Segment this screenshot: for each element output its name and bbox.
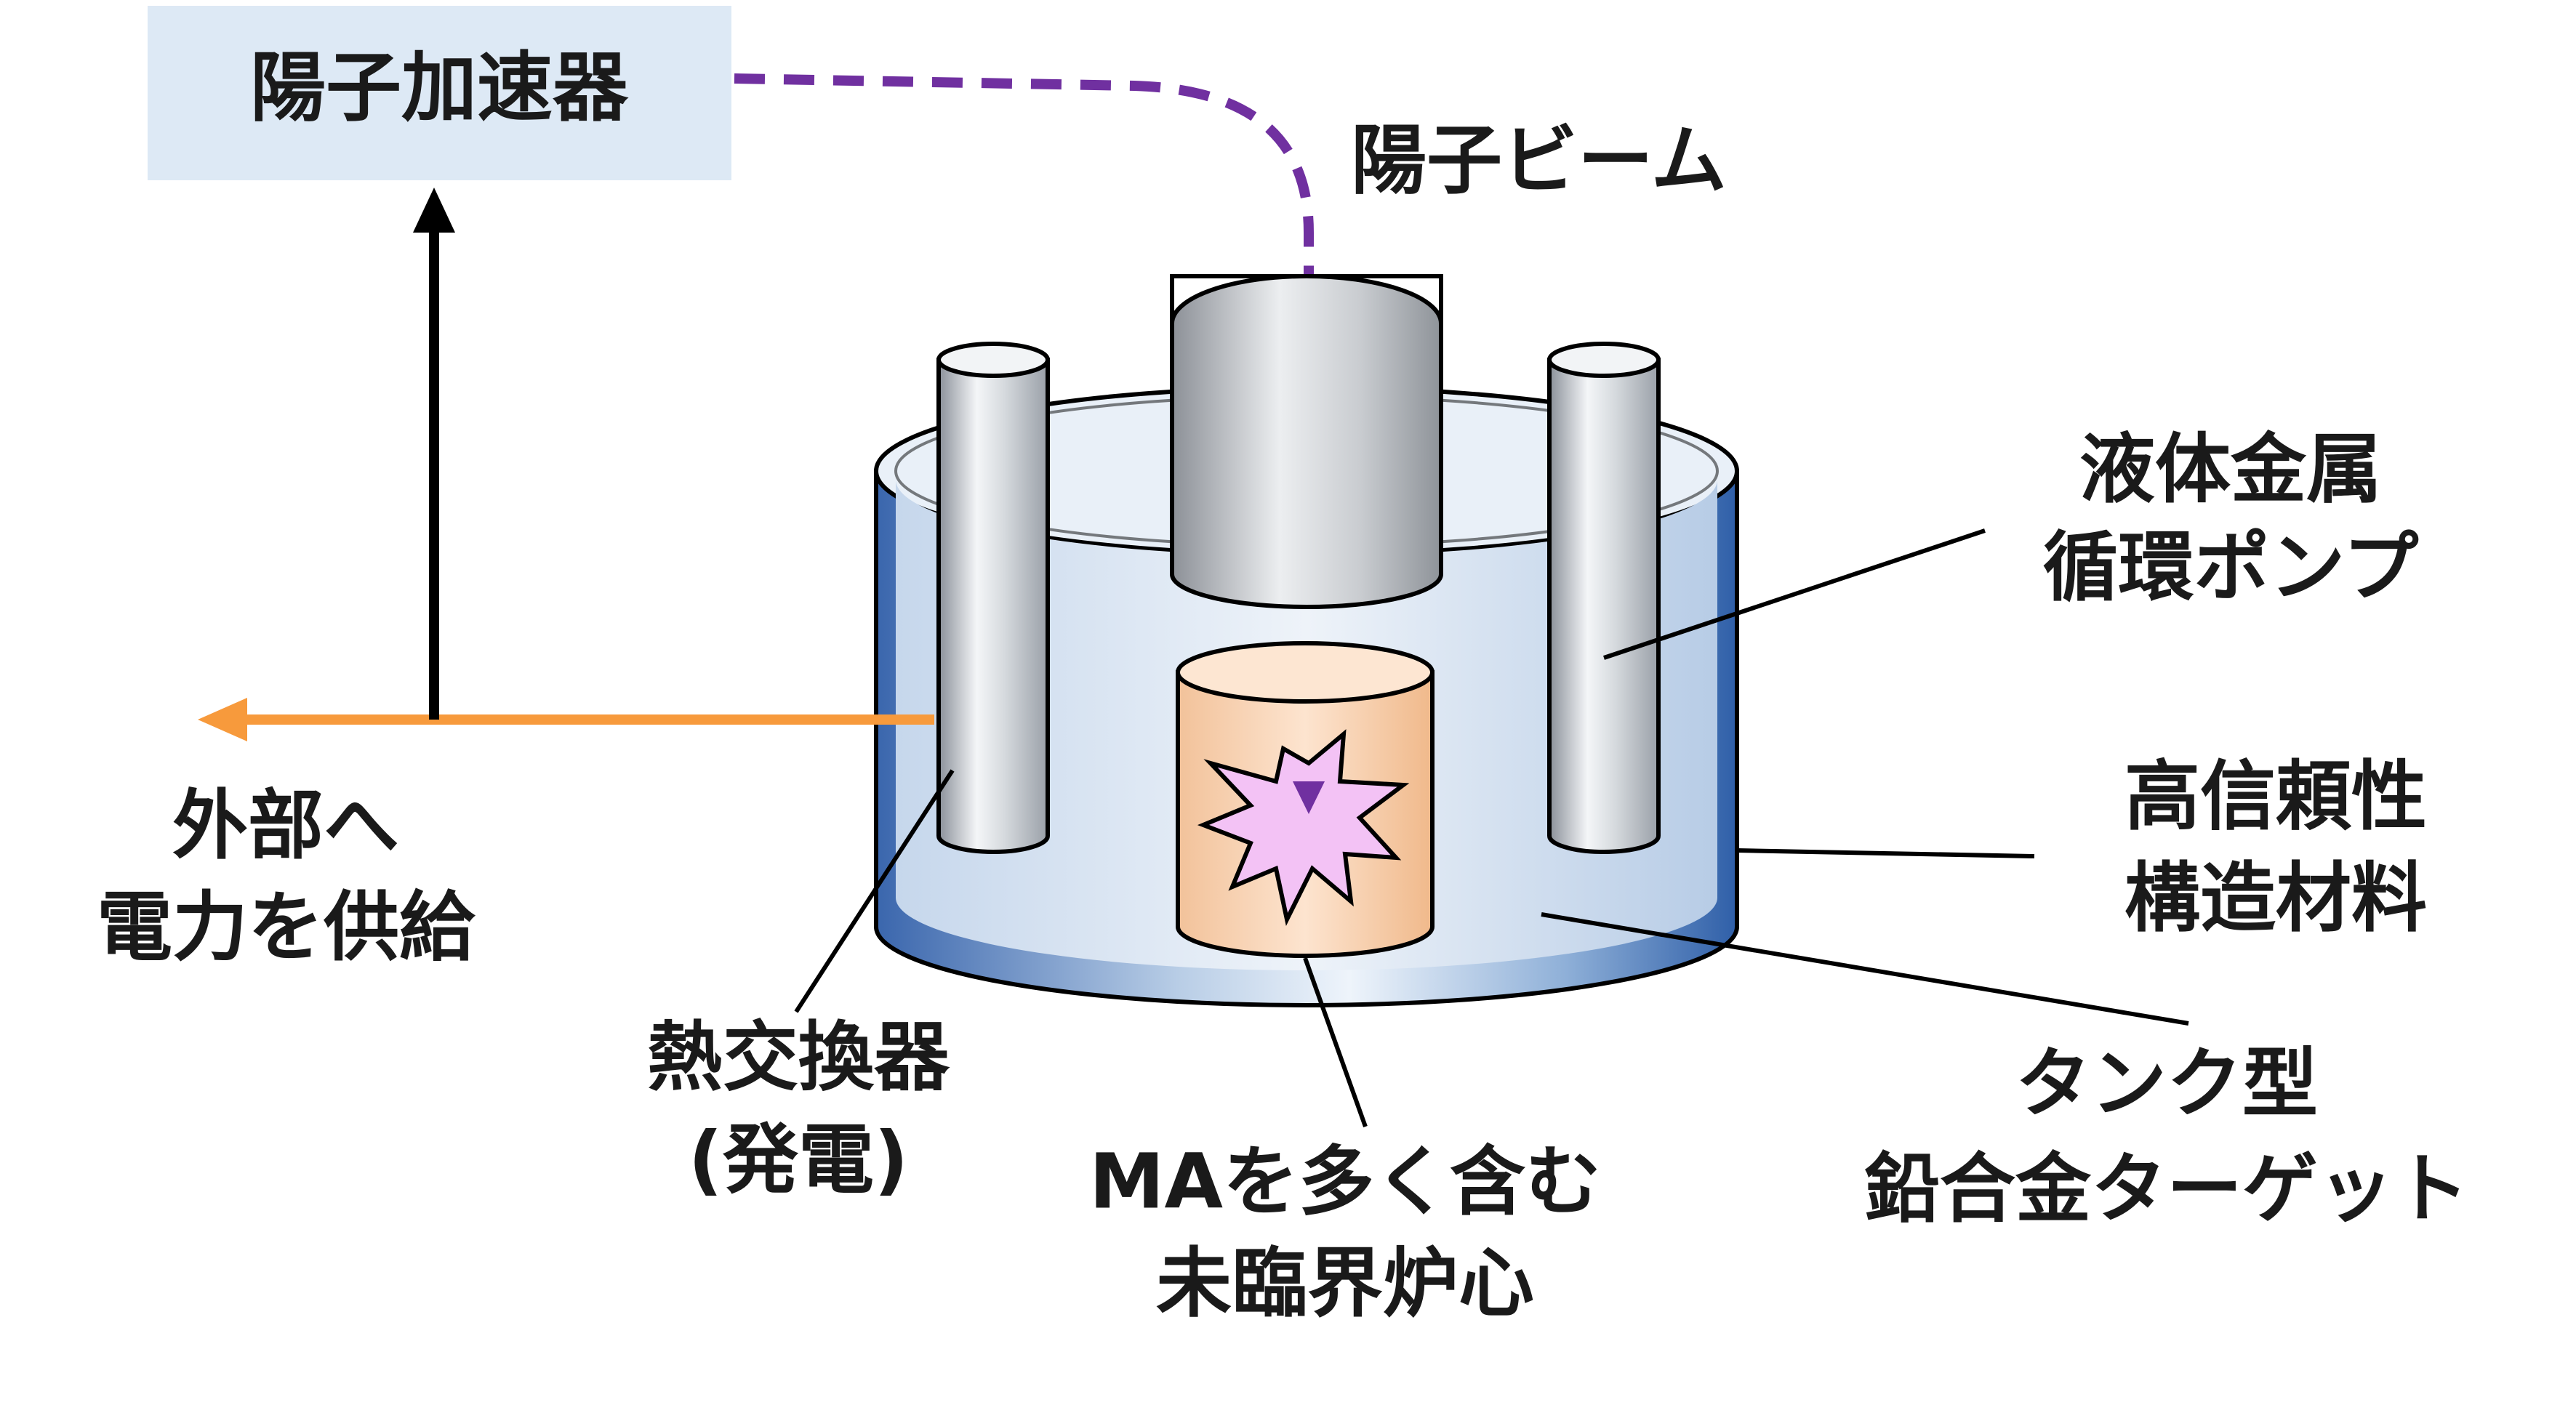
power-to-accelerator-arrowhead [413, 188, 455, 233]
accelerator-box [148, 6, 731, 180]
pump-leader [1603, 528, 1986, 660]
hx-label-line1: 熱交換器 [647, 1013, 950, 1101]
core-label-line1: MAを多く含む [1089, 1137, 1601, 1225]
beam-arrowhead [1293, 781, 1325, 814]
pump-label-line2: 循環ポンプ [2043, 523, 2419, 611]
structure-leader [1736, 848, 2035, 858]
core-label-line2: 未臨界炉心 [1156, 1239, 1534, 1327]
proton-beam-label: 陽子ビーム [1351, 116, 1727, 204]
supply-label-line1: 外部へ [172, 781, 399, 869]
core-leader [1303, 957, 1368, 1128]
structure-label-line2: 構造材料 [2124, 853, 2427, 942]
spallation-burst-icon [1197, 729, 1410, 926]
power-output-arrowhead [198, 698, 247, 741]
heat-exchanger-pipe [936, 342, 1050, 854]
target-label-line1: タンク型 [2015, 1039, 2318, 1127]
hx-leader [794, 769, 955, 1013]
target-label-line2: 鉛合金ターゲット [1864, 1144, 2469, 1233]
supply-label-line2: 電力を供給 [97, 882, 476, 971]
pump-pipe [1547, 342, 1661, 854]
hx-label-line2: (発電) [688, 1115, 908, 1204]
pump-label-line1: 液体金属 [2079, 424, 2382, 513]
target-leader [1541, 912, 2189, 1026]
accelerator-label: 陽子加速器 [250, 43, 629, 132]
beam-duct [1170, 274, 1443, 609]
structure-label-line1: 高信頼性 [2124, 752, 2427, 840]
